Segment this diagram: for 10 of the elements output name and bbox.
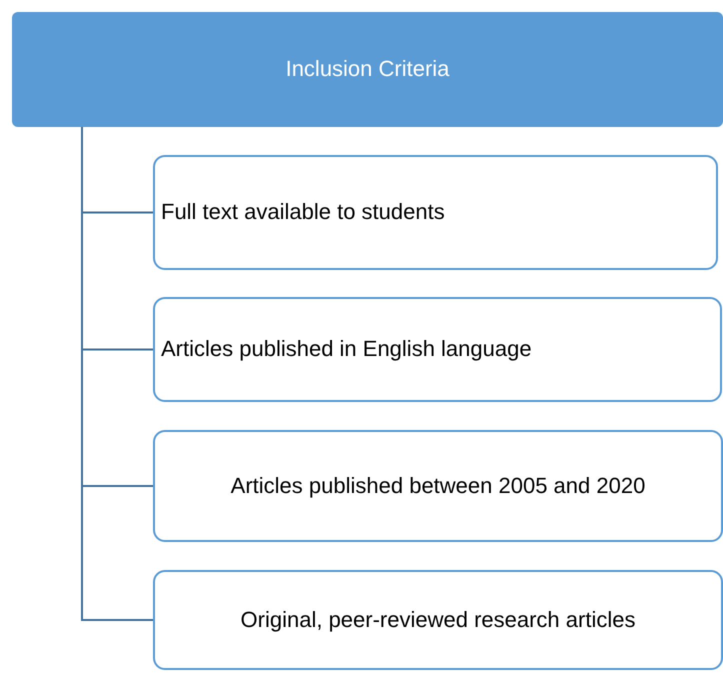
criterion-text: Articles published in English language: [161, 336, 532, 363]
criterion-box: [153, 570, 723, 670]
criterion-text: Articles published between 2005 and 2020: [230, 472, 646, 500]
criterion-text: Full text available to students: [161, 199, 445, 226]
criterion-text: Original, peer-reviewed research articles: [240, 606, 636, 634]
criterion-box: [153, 297, 722, 402]
criterion-box: [153, 155, 718, 270]
title-text: Inclusion Criteria: [286, 56, 450, 83]
header-box: [12, 12, 723, 127]
criterion-box: [153, 430, 723, 542]
